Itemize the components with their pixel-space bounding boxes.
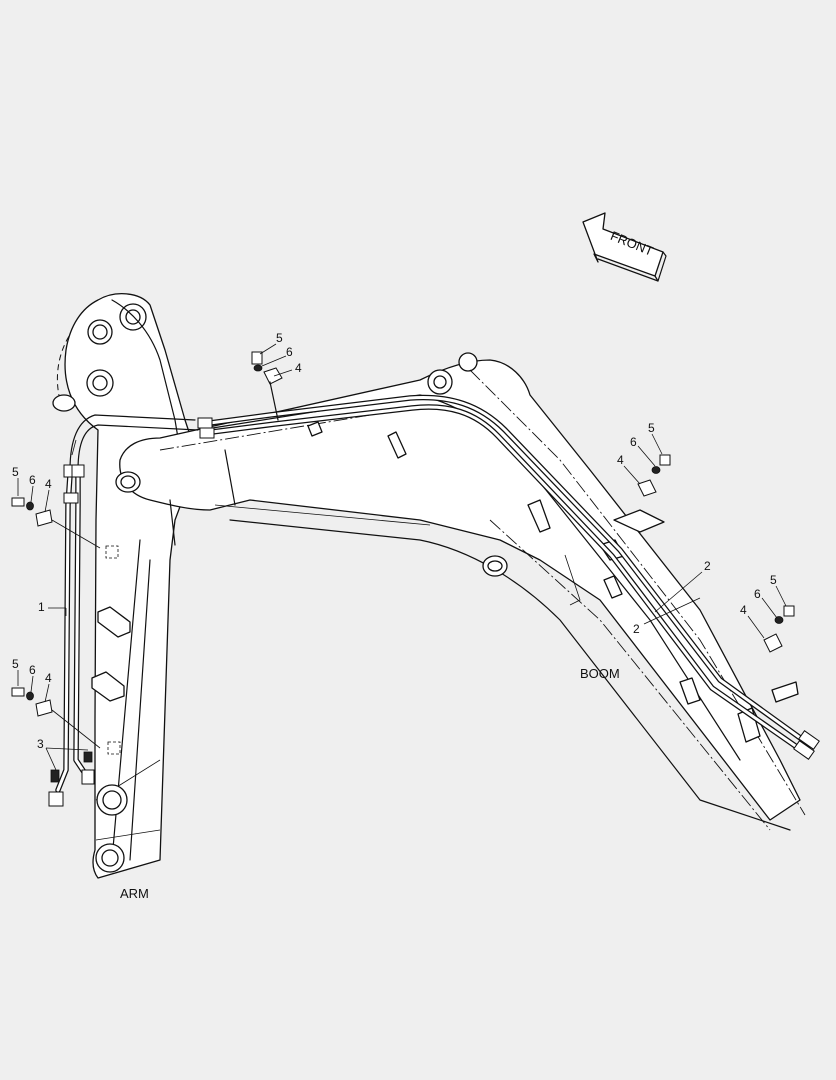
callout-boom-mid-bolt: 5 bbox=[648, 421, 655, 435]
callout-boom-mid-clamp: 4 bbox=[617, 453, 624, 467]
callout-boom-hose-a: 2 bbox=[704, 559, 711, 573]
callout-boom-top-clamp: 4 bbox=[295, 361, 302, 375]
callout-boom-top-washer: 6 bbox=[286, 345, 293, 359]
arm-label: ARM bbox=[120, 886, 149, 901]
callout-arm-bottom-washer: 6 bbox=[29, 663, 36, 677]
boom-hose-assembly bbox=[197, 367, 820, 760]
callout-arm-bottom-bolt: 5 bbox=[12, 657, 19, 671]
callout-arm-fitting: 3 bbox=[37, 737, 44, 751]
boom-structure bbox=[115, 352, 806, 831]
callout-boom-hose-b: 2 bbox=[633, 622, 640, 636]
callout-arm-top-bolt: 5 bbox=[12, 465, 19, 479]
callout-boom-lower-washer: 6 bbox=[754, 587, 761, 601]
front-arrow-icon: FRONT bbox=[582, 212, 667, 282]
callout-arm-top-clamp: 4 bbox=[45, 477, 52, 491]
callout-boom-mid-washer: 6 bbox=[630, 435, 637, 449]
callout-arm-top-washer: 6 bbox=[29, 473, 36, 487]
boom-label: BOOM bbox=[580, 666, 620, 681]
callout-boom-lower-clamp: 4 bbox=[740, 603, 747, 617]
leader-lines bbox=[17, 343, 787, 771]
arm-hose-assembly bbox=[35, 414, 199, 807]
callout-boom-top-bolt: 5 bbox=[276, 331, 283, 345]
callout-boom-lower-bolt: 5 bbox=[770, 573, 777, 587]
callout-arm-bottom-clamp: 4 bbox=[45, 671, 52, 685]
callout-arm-hose: 1 bbox=[38, 600, 45, 614]
hardware-set bbox=[11, 351, 795, 701]
callouts: 5 6 4 1 5 6 4 3 5 6 4 5 6 4 2 2 5 6 4 bbox=[12, 331, 777, 751]
